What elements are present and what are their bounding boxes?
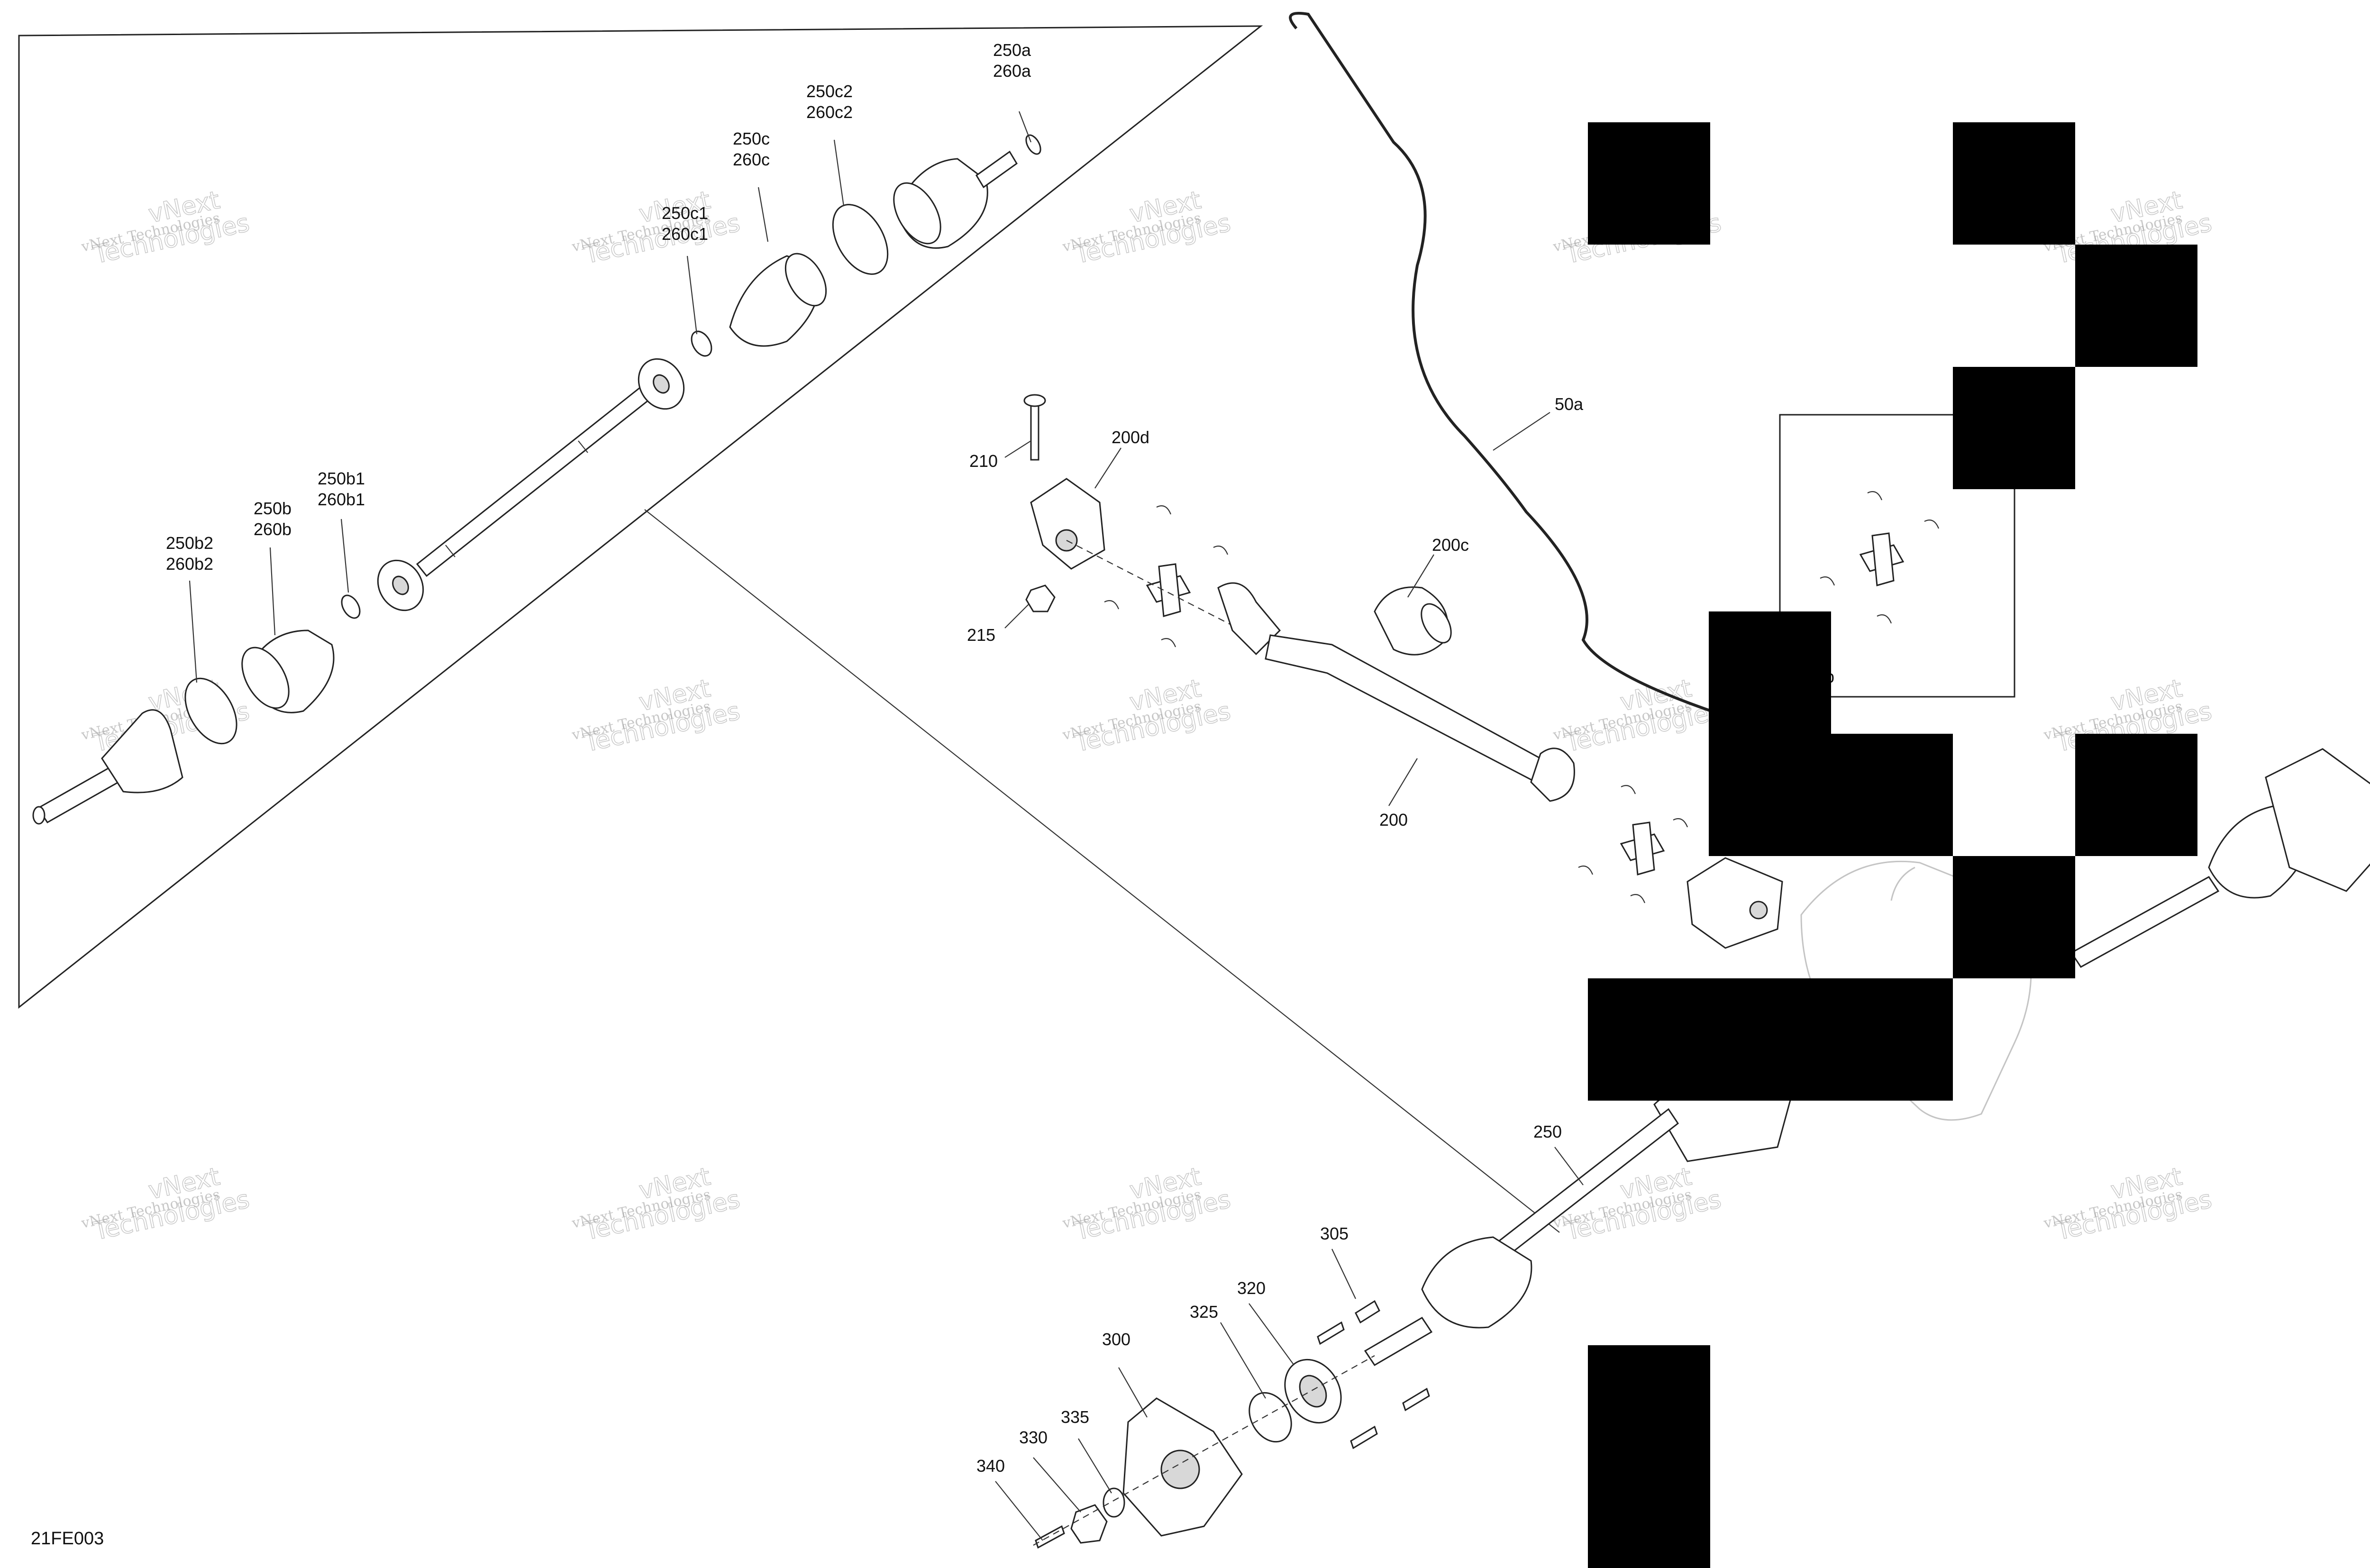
nut-215 [1025, 584, 1056, 612]
wheel-hub-300 [1122, 1397, 1243, 1537]
callout-320: 320 [1237, 1278, 1266, 1298]
callout-200c: 200c [1432, 535, 1469, 555]
callout-330: 330 [1019, 1428, 1048, 1447]
callout-200: 200 [1379, 810, 1408, 830]
bolt-305 [1317, 1300, 1430, 1449]
leader-lines [189, 111, 1584, 1541]
detail-inset-frame [18, 25, 1560, 1233]
universal-joint-upper [1104, 505, 1229, 647]
yoke-flange [1686, 857, 1783, 949]
cv-joint-housing-a [893, 150, 1018, 249]
figure-id: 21FE003 [31, 1529, 104, 1549]
callout-50a: 50a [1555, 394, 1584, 414]
prop-shaft-200 [1265, 634, 1575, 802]
inset-drive-shaft [32, 134, 1041, 825]
cv-boot-c [729, 253, 827, 347]
callout-250: 250 [1533, 1122, 1562, 1141]
hub-assembly [1035, 1300, 1430, 1549]
u-joint-detail-box [1779, 414, 2015, 698]
callout-300: 300 [1102, 1330, 1130, 1349]
shaft-boot-200c [1374, 586, 1452, 656]
boot-clamp-c2 [832, 204, 889, 275]
boot-clamp-b2 [184, 677, 237, 745]
circlip-a [1025, 134, 1041, 155]
redaction-blocks [1588, 122, 2197, 1568]
left-drive-axle-250 [1364, 1085, 1793, 1367]
bolt-210 [1023, 394, 1046, 461]
callout-305: 305 [1320, 1224, 1349, 1243]
universal-joint-lower [1578, 785, 1688, 903]
slip-yoke [1217, 582, 1281, 656]
washer-335 [1103, 1487, 1125, 1518]
boot-clamp-b1 [341, 594, 361, 619]
callout-210: 210 [969, 451, 998, 471]
yoke-200d [1030, 478, 1105, 570]
boot-clamp-c1 [691, 330, 712, 357]
hose-50a [1289, 12, 1712, 712]
callout-325: 325 [1190, 1302, 1218, 1322]
right-drive-axle [2070, 748, 2370, 968]
callout-340: 340 [976, 1456, 1005, 1476]
cv-joint-cage-upper [638, 358, 685, 410]
cv-joint-cage-lower [377, 559, 424, 611]
cv-boot-b [241, 629, 335, 713]
stub-shaft-part [32, 709, 183, 825]
callout-200d: 200d [1112, 428, 1149, 447]
bearing-320 [1284, 1358, 1342, 1424]
propeller-shaft-assembly [1023, 394, 1783, 949]
nut-330 [1070, 1504, 1108, 1544]
callout-215: 215 [967, 625, 995, 645]
retaining-ring-325 [1249, 1392, 1292, 1443]
axle-shaft [416, 383, 656, 577]
callout-335: 335 [1061, 1407, 1089, 1427]
